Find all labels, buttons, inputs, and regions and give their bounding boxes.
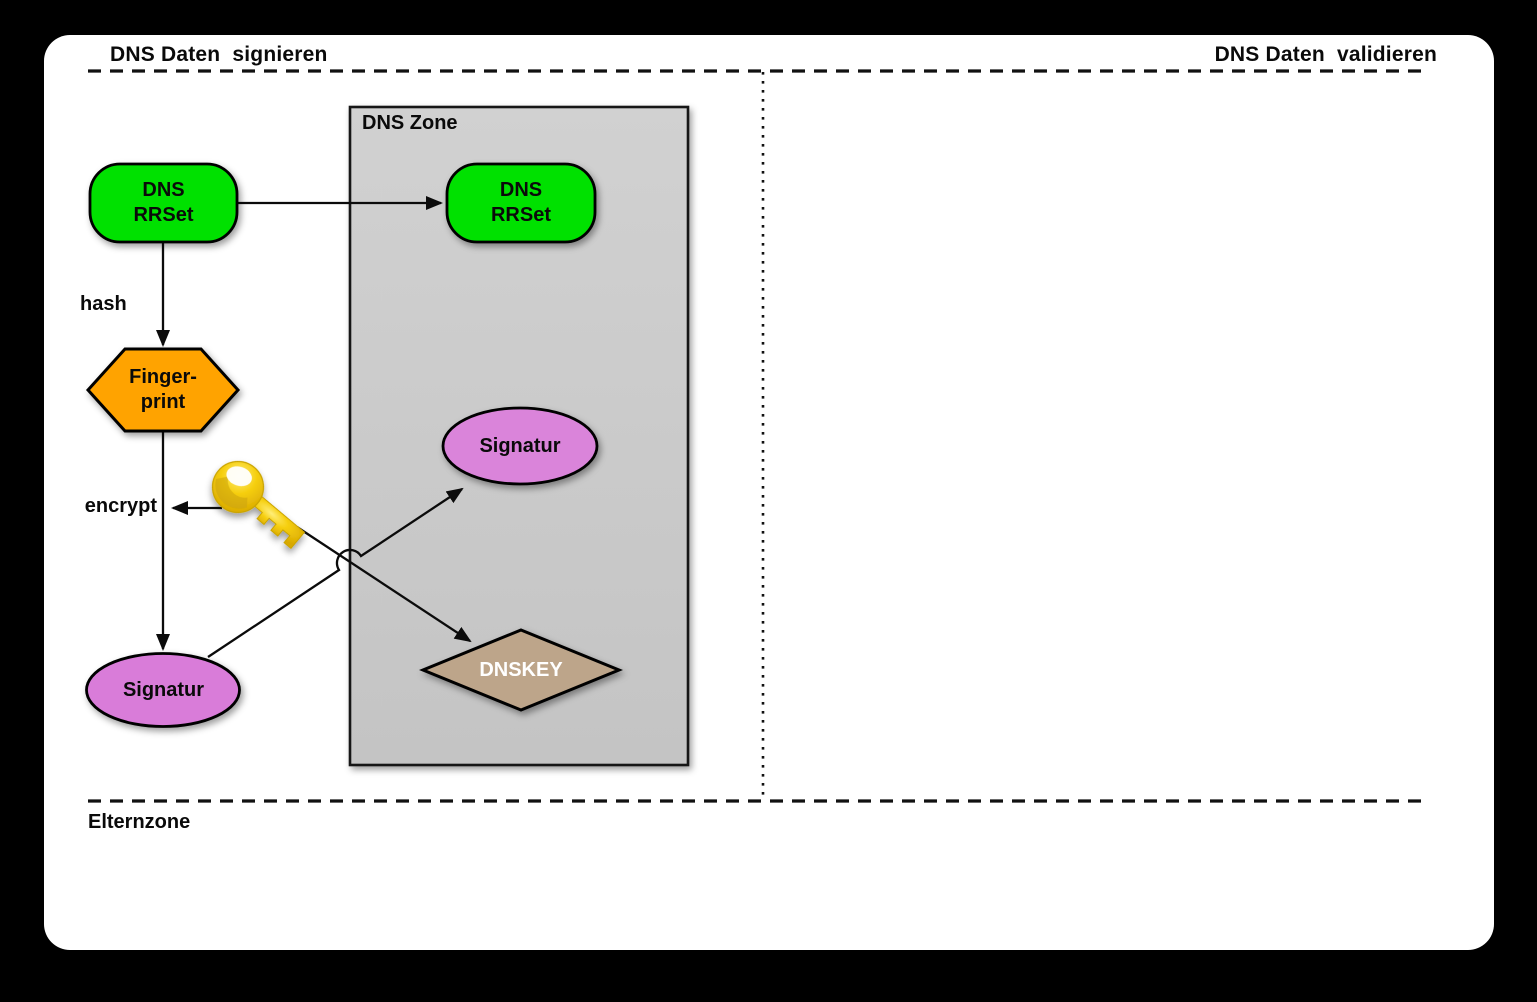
rrset-node-zone	[445, 162, 597, 244]
header-sign-side: DNS Daten signieren	[110, 43, 328, 66]
parent-zone-label: Elternzone	[88, 811, 191, 833]
rrset-node-left	[88, 162, 239, 244]
dnskey-label: DNSKEY	[479, 659, 563, 681]
edge-key-to-dnskey	[296, 526, 472, 643]
signatur-node-left	[85, 652, 241, 728]
key-icon	[211, 460, 306, 550]
diagram-card	[44, 35, 1494, 950]
dns-zone-label: DNS Zone	[362, 112, 458, 134]
edge-signatur-to-zone-signatur	[207, 487, 464, 658]
signatur-left-label: Signatur	[122, 679, 205, 701]
fingerprint-label: Finger-print	[129, 366, 197, 413]
fingerprint-node	[85, 347, 241, 433]
header-validate-side: DNS Daten validieren	[1214, 43, 1437, 66]
dnskey-node	[419, 628, 623, 712]
signatur-node-zone	[441, 406, 599, 486]
encrypt-edge-label: encrypt	[84, 495, 157, 517]
hash-edge-label: hash	[80, 293, 127, 315]
signatur-zone-label: Signatur	[479, 435, 561, 457]
